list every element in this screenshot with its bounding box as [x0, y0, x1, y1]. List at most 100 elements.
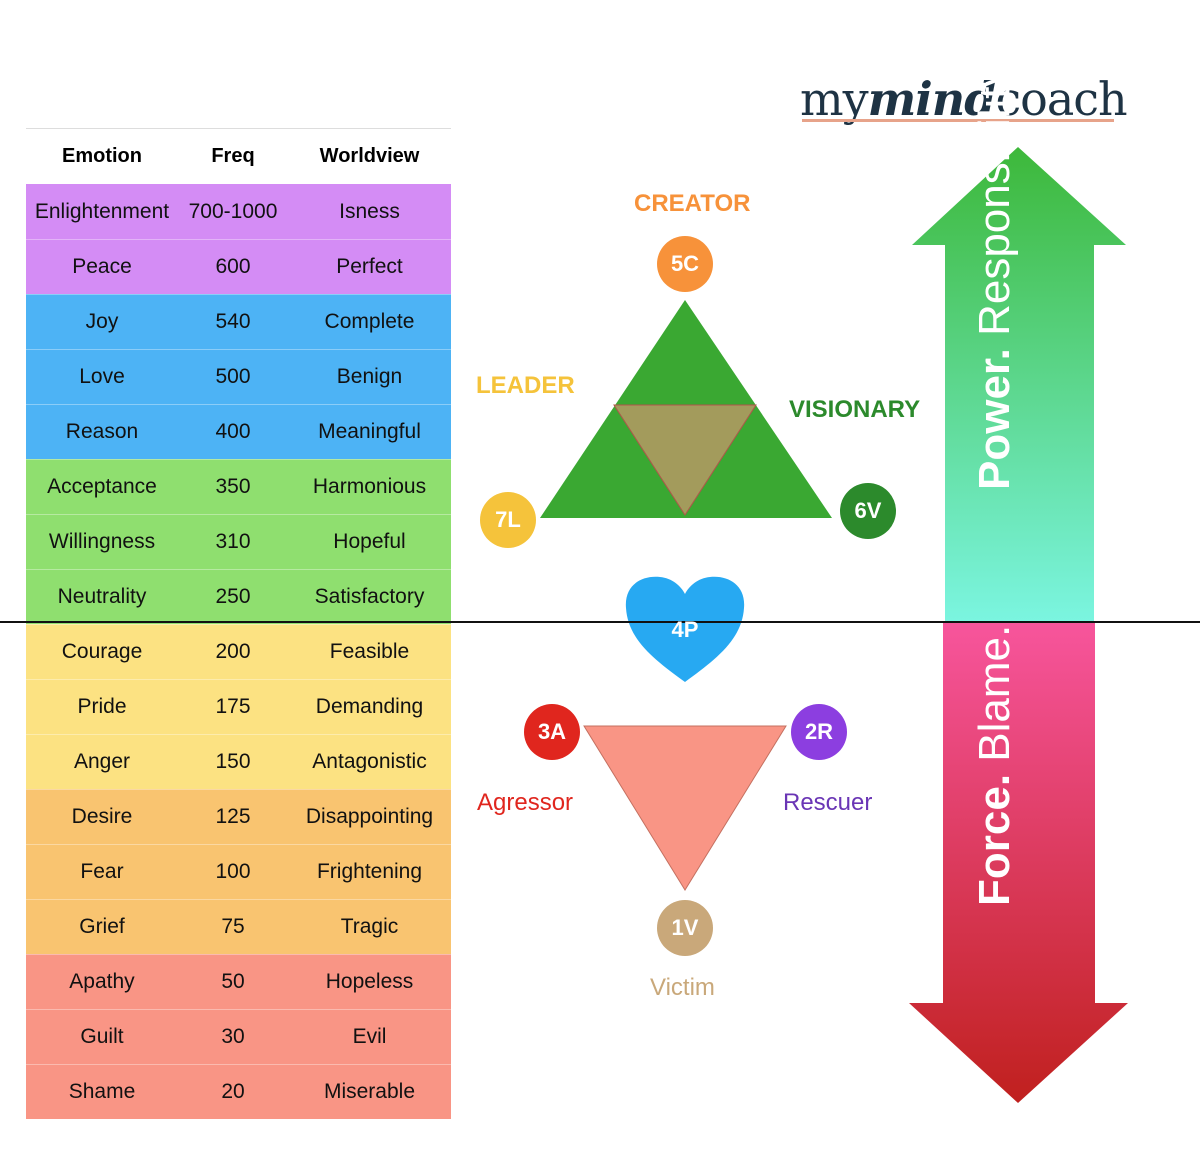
table-row: Love 500 Benign [26, 349, 451, 404]
table-header: Emotion Freq Worldview [26, 128, 451, 184]
emotion-cell: Pride [77, 694, 127, 718]
emotion-cell: Love [79, 364, 125, 388]
worldview-cell: Hopeful [333, 529, 406, 553]
power-light: Responsibility. [970, 55, 1019, 336]
emotion-cell: Grief [79, 914, 125, 938]
rescuer-label: Rescuer [783, 789, 873, 816]
freq-cell: 75 [221, 914, 245, 938]
emotion-table: Emotion Freq Worldview Enlightenment 700-… [26, 128, 451, 1119]
visionary-label: VISIONARY [789, 396, 921, 423]
freq-cell: 310 [215, 529, 251, 553]
force-light: Blame. [970, 624, 1019, 762]
freq-cell: 700-1000 [188, 199, 278, 223]
freq-cell: 400 [215, 419, 251, 443]
table-row: Enlightenment 700-1000 Isness [26, 184, 451, 239]
power-bold: Power. [970, 348, 1019, 490]
logo-my: my [800, 72, 869, 126]
worldview-cell: Satisfactory [314, 584, 425, 608]
leader-label: LEADER [476, 372, 575, 399]
freq-cell: 350 [215, 474, 251, 498]
force-bold: Force. [970, 773, 1019, 906]
emotion-cell: Shame [68, 1079, 136, 1103]
lower-triangle [583, 725, 787, 891]
emotion-cell: Acceptance [47, 474, 157, 498]
emotion-cell: Neutrality [57, 584, 147, 608]
worldview-cell: Miserable [323, 1079, 416, 1103]
worldview-cell: Tragic [340, 914, 399, 938]
worldview-cell: Meaningful [318, 419, 421, 443]
force-text: Force. Blame. [970, 625, 1020, 906]
divider-line [0, 621, 1200, 623]
worldview-cell: Disappointing [305, 804, 434, 828]
table-row: Apathy 50 Hopeless [26, 954, 451, 1009]
header-freq: Freq [211, 145, 255, 167]
worldview-cell: Evil [352, 1024, 387, 1048]
emotion-cell: Apathy [69, 969, 135, 993]
emotion-cell: Peace [72, 254, 132, 278]
creator-label: CREATOR [634, 190, 751, 217]
logo-mind: mind [867, 72, 997, 126]
worldview-cell: Feasible [329, 639, 410, 663]
freq-cell: 150 [215, 749, 251, 773]
table-row: Peace 600 Perfect [26, 239, 451, 294]
logo: mymindcoach [800, 72, 1128, 126]
freq-cell: 250 [215, 584, 251, 608]
emotion-cell: Anger [73, 749, 131, 773]
freq-cell: 20 [221, 1079, 245, 1103]
leader-badge: 7L [480, 492, 536, 548]
freq-cell: 100 [215, 859, 251, 883]
table-row: Acceptance 350 Harmonious [26, 459, 451, 514]
worldview-cell: Perfect [336, 254, 403, 278]
table-row: Fear 100 Frightening [26, 844, 451, 899]
power-arrow [912, 147, 1126, 621]
emotion-cell: Courage [61, 639, 143, 663]
emotion-cell: Fear [80, 859, 124, 883]
agressor-label: Agressor [477, 789, 574, 816]
power-text: Power. Responsibility. [970, 56, 1020, 491]
creator-badge: 5C [657, 236, 713, 292]
worldview-cell: Benign [336, 364, 403, 388]
emotion-cell: Guilt [80, 1024, 124, 1048]
logo-underline [802, 119, 1114, 122]
emotion-cell: Enlightenment [34, 199, 170, 223]
freq-cell: 600 [215, 254, 251, 278]
logo-coach: coach [995, 72, 1127, 126]
freq-cell: 30 [221, 1024, 245, 1048]
table-row: Pride 175 Demanding [26, 679, 451, 734]
table-row: Guilt 30 Evil [26, 1009, 451, 1064]
rescuer-badge: 2R [791, 704, 847, 760]
header-worldview: Worldview [319, 145, 420, 167]
worldview-cell: Antagonistic [312, 749, 427, 773]
table-row: Joy 540 Complete [26, 294, 451, 349]
freq-cell: 500 [215, 364, 251, 388]
upper-inner-triangle [613, 404, 757, 516]
emotion-cell: Joy [85, 309, 119, 333]
force-arrow [909, 623, 1128, 1103]
emotion-cell: Reason [65, 419, 139, 443]
freq-cell: 175 [215, 694, 251, 718]
emotion-cell: Willingness [48, 529, 156, 553]
worldview-cell: Harmonious [312, 474, 427, 498]
agressor-badge: 3A [524, 704, 580, 760]
visionary-badge: 6V [840, 483, 896, 539]
table-row: Reason 400 Meaningful [26, 404, 451, 459]
header-emotion: Emotion [62, 145, 142, 167]
worldview-cell: Hopeless [325, 969, 414, 993]
worldview-cell: Complete [324, 309, 415, 333]
victim-label: Victim [650, 974, 715, 1001]
worldview-cell: Demanding [315, 694, 424, 718]
table-row: Neutrality 250 Satisfactory [26, 569, 451, 624]
emotion-cell: Desire [71, 804, 133, 828]
freq-cell: 50 [221, 969, 245, 993]
worldview-cell: Frightening [316, 859, 423, 883]
freq-cell: 125 [215, 804, 251, 828]
table-row: Anger 150 Antagonistic [26, 734, 451, 789]
freq-cell: 540 [215, 309, 251, 333]
worldview-cell: Isness [339, 199, 400, 223]
heart-badge: 4P [671, 617, 699, 642]
victim-badge: 1V [657, 900, 713, 956]
table-row: Desire 125 Disappointing [26, 789, 451, 844]
